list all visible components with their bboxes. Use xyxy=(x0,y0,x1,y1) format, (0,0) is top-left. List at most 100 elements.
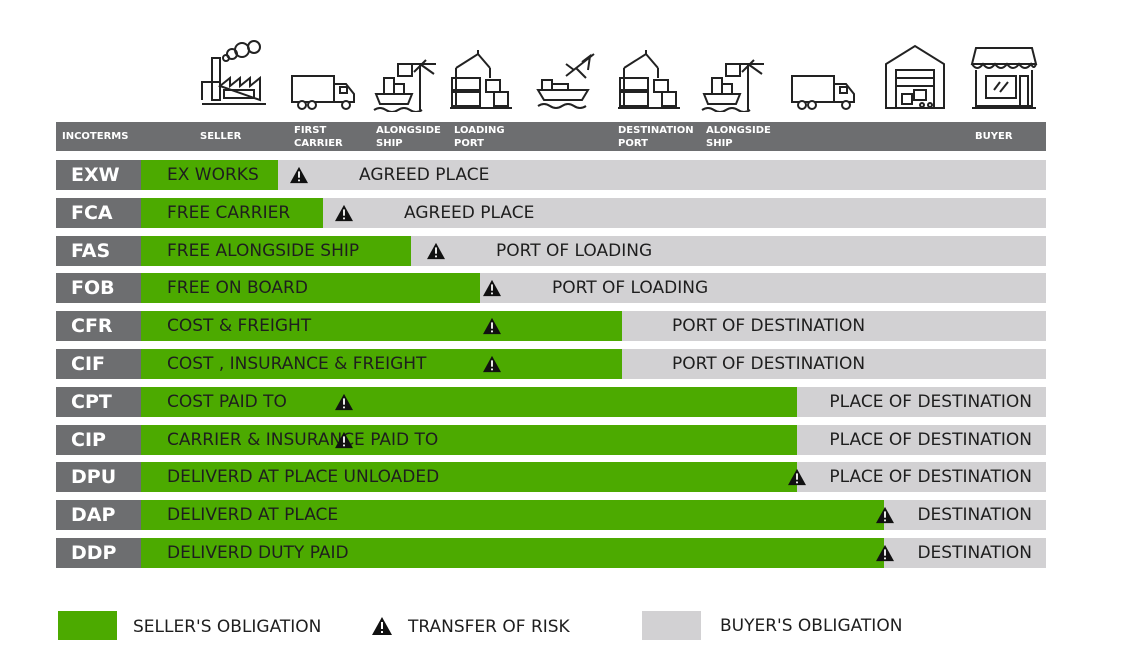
legend-buyer-swatch xyxy=(642,611,701,640)
shop-icon xyxy=(970,47,1038,109)
buyer-label: AGREED PLACE xyxy=(359,165,490,185)
header-incoterms: INCOTERMS xyxy=(62,131,129,142)
legend-buyer-label: BUYER'S OBLIGATION xyxy=(720,616,903,636)
header-loading-port-line2: PORT xyxy=(454,138,484,149)
header-destination-port-line1: DESTINATION xyxy=(618,125,694,136)
transfer-of-risk-icon xyxy=(334,393,354,411)
truck-icon xyxy=(791,75,855,110)
seller-obligation-bar xyxy=(141,273,480,303)
seller-obligation-bar xyxy=(141,311,622,341)
truck-icon xyxy=(291,75,355,110)
seller-obligation-bar xyxy=(141,160,278,190)
seller-obligation-bar xyxy=(141,425,797,455)
incoterm-code: CFR xyxy=(56,311,141,341)
transfer-of-risk-icon xyxy=(289,166,309,184)
buyer-label: AGREED PLACE xyxy=(404,203,535,223)
incoterm-row-fca: FCA FREE CARRIER AGREED PLACE xyxy=(56,198,1046,228)
buyer-label: DESTINATION xyxy=(917,505,1032,525)
transfer-of-risk-icon xyxy=(426,242,446,260)
seller-label: CARRIER & INSURANCE PAID TO xyxy=(167,430,439,450)
incoterm-code: FOB xyxy=(56,273,141,303)
header-loading-port-line1: LOADING xyxy=(454,125,505,136)
header-first-carrier-line2: CARRIER xyxy=(294,138,343,149)
seller-label: EX WORKS xyxy=(167,165,259,185)
incoterm-code: CIF xyxy=(56,349,141,379)
header-first-carrier-line1: FIRST xyxy=(294,125,327,136)
header-first-carrier: FIRST CARRIER xyxy=(294,124,343,150)
buyer-obligation-bar xyxy=(141,160,1046,190)
header-bar: INCOTERMS SELLER FIRST CARRIER ALONGSIDE… xyxy=(56,122,1046,151)
buyer-label: PORT OF LOADING xyxy=(496,241,653,261)
seller-obligation-bar xyxy=(141,236,411,266)
legend-risk-label: TRANSFER OF RISK xyxy=(408,617,570,637)
header-alongside-ship-1-line2: SHIP xyxy=(376,138,403,149)
factory-icon xyxy=(201,40,266,105)
seller-label: DELIVERD DUTY PAID xyxy=(167,543,349,563)
cargo-ship-plane-icon xyxy=(536,53,595,109)
buyer-label: DESTINATION xyxy=(917,543,1032,563)
seller-label: COST , INSURANCE & FREIGHT xyxy=(167,354,427,374)
seller-label: DELIVERD AT PLACE xyxy=(167,505,339,525)
crane-ship-icon xyxy=(701,59,764,112)
seller-label: COST & FREIGHT xyxy=(167,316,312,336)
incoterm-code: CPT xyxy=(56,387,141,417)
seller-obligation-bar xyxy=(141,462,797,492)
transfer-of-risk-icon xyxy=(875,544,895,562)
buyer-label: PORT OF DESTINATION xyxy=(672,316,866,336)
incoterm-row-fas: FAS FREE ALONGSIDE SHIP PORT OF LOADING xyxy=(56,236,1046,266)
header-alongside-ship-2-line1: ALONGSIDE xyxy=(706,125,771,136)
header-destination-port: DESTINATION PORT xyxy=(618,124,694,150)
incoterm-code: FAS xyxy=(56,236,141,266)
incoterm-row-cif: CIF COST , INSURANCE & FREIGHT PORT OF DES… xyxy=(56,349,1046,379)
incoterm-row-fob: FOB FREE ON BOARD PORT OF LOADING xyxy=(56,273,1046,303)
container-crane-icon xyxy=(450,50,512,109)
buyer-label: PORT OF DESTINATION xyxy=(672,354,866,374)
transfer-of-risk-icon xyxy=(482,279,502,297)
header-alongside-ship-2: ALONGSIDE SHIP xyxy=(706,124,771,150)
seller-obligation-bar xyxy=(141,500,884,530)
transfer-of-risk-icon xyxy=(334,431,354,449)
seller-label: FREE ON BOARD xyxy=(167,278,308,298)
incoterm-row-ddp: DDP DELIVERD DUTY PAID DESTINATION xyxy=(56,538,1046,568)
buyer-label: PORT OF LOADING xyxy=(552,278,709,298)
transfer-of-risk-icon xyxy=(482,317,502,335)
buyer-label: PLACE OF DESTINATION xyxy=(829,392,1032,412)
header-alongside-ship-1: ALONGSIDE SHIP xyxy=(376,124,441,150)
header-alongside-ship-2-line2: SHIP xyxy=(706,138,733,149)
buyer-label: PLACE OF DESTINATION xyxy=(829,467,1032,487)
incoterm-row-dpu: DPU DELIVERD AT PLACE UNLOADED PLACE OF DE… xyxy=(56,462,1046,492)
incoterm-row-cpt: CPT COST PAID TO PLACE OF DESTINATION xyxy=(56,387,1046,417)
container-crane-icon xyxy=(618,50,680,109)
warehouse-icon xyxy=(885,44,945,109)
transfer-of-risk-icon xyxy=(334,204,354,222)
transfer-of-risk-icon xyxy=(875,506,895,524)
header-alongside-ship-1-line1: ALONGSIDE xyxy=(376,125,441,136)
seller-obligation-bar xyxy=(141,538,884,568)
header-seller: SELLER xyxy=(200,131,242,142)
seller-obligation-bar xyxy=(141,349,622,379)
seller-obligation-bar xyxy=(141,198,323,228)
incoterm-code: DDP xyxy=(56,538,141,568)
seller-label: FREE CARRIER xyxy=(167,203,291,223)
incoterm-code: CIP xyxy=(56,425,141,455)
incoterm-code: EXW xyxy=(56,160,141,190)
legend-seller-label: SELLER'S OBLIGATION xyxy=(133,617,322,637)
incoterm-row-exw: EXW EX WORKS AGREED PLACE xyxy=(56,160,1046,190)
header-buyer: BUYER xyxy=(975,131,1013,142)
seller-obligation-bar xyxy=(141,387,797,417)
buyer-label: PLACE OF DESTINATION xyxy=(829,430,1032,450)
header-loading-port: LOADING PORT xyxy=(454,124,505,150)
incoterm-row-cfr: CFR COST & FREIGHT PORT OF DESTINATION xyxy=(56,311,1046,341)
incoterm-code: DPU xyxy=(56,462,141,492)
transfer-of-risk-icon xyxy=(482,355,502,373)
legend-seller-swatch xyxy=(58,611,117,640)
crane-ship-icon xyxy=(373,59,436,112)
seller-label: FREE ALONGSIDE SHIP xyxy=(167,241,360,261)
incoterm-code: FCA xyxy=(56,198,141,228)
seller-label: DELIVERD AT PLACE UNLOADED xyxy=(167,467,440,487)
seller-label: COST PAID TO xyxy=(167,392,287,412)
transfer-of-risk-icon xyxy=(787,468,807,486)
header-destination-port-line2: PORT xyxy=(618,138,648,149)
warning-triangle-icon xyxy=(372,617,392,635)
